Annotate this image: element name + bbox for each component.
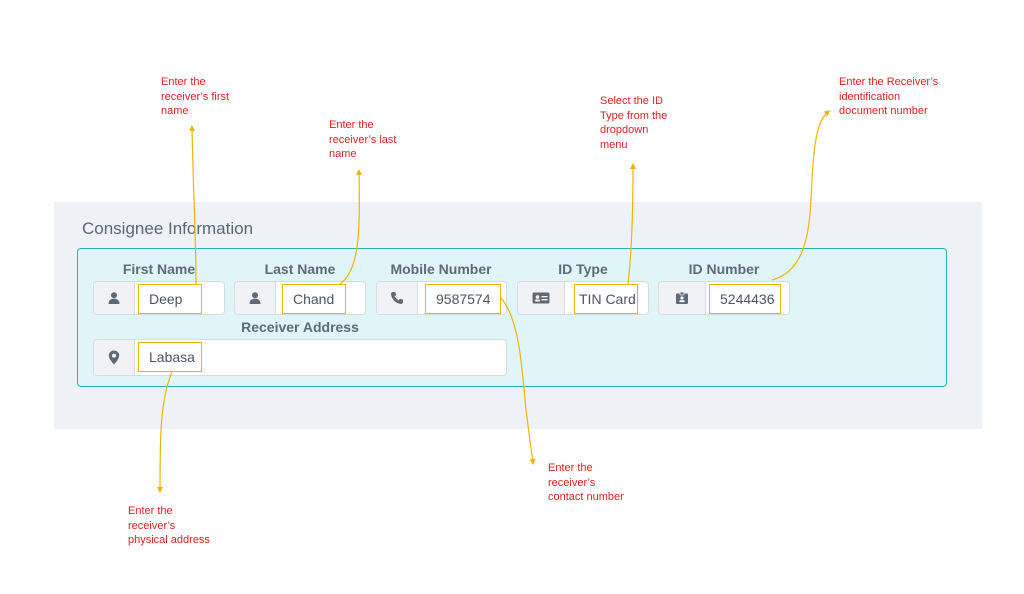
location-pin-icon [94,340,135,375]
arrow-id-type [627,163,636,285]
user-icon [94,282,135,314]
arrow-address [157,371,173,493]
id-number-group [658,281,790,315]
last-name-group [234,281,366,315]
arrow-first-name [189,125,197,285]
phone-icon [377,282,418,314]
receiver-address-group [93,339,507,376]
first-name-input[interactable]: Deep [138,284,202,314]
receiver-address-label: Receiver Address [241,319,359,335]
annotation-id-type: Select the ID Type from the dropdown men… [600,95,668,151]
annotation-mobile: Enter the receiver’s contact number [548,462,624,503]
arrow-last-name [339,169,363,285]
mobile-number-input[interactable]: 9587574 [425,284,501,314]
annotation-address: Enter the receiver’s physical address [128,505,210,546]
annotation-id-number: Enter the Receiver’s identification docu… [839,76,939,117]
first-name-label: First Name [122,261,196,277]
receiver-address-input[interactable]: Labasa [138,342,202,372]
section-title: Consignee Information [82,219,254,238]
last-name-label: Last Name [264,261,336,277]
id-card-icon [518,282,565,314]
annotation-first-name: Enter the receiver’s first name [161,76,230,117]
badge-icon [659,282,706,314]
arrow-id-number [771,110,831,281]
mobile-number-group [376,281,507,315]
annotation-last-name: Enter the receiver’s last name [329,119,397,160]
id-type-select[interactable]: TIN Card [574,284,638,314]
id-type-label: ID Type [558,261,608,277]
last-name-input[interactable]: Chand [282,284,346,314]
mobile-number-label: Mobile Number [390,261,492,277]
id-number-input[interactable]: 5244436 [709,284,781,314]
arrow-mobile [500,297,536,465]
id-type-group [517,281,649,315]
first-name-group [93,281,225,315]
id-number-label: ID Number [688,261,760,277]
user-icon [235,282,276,314]
